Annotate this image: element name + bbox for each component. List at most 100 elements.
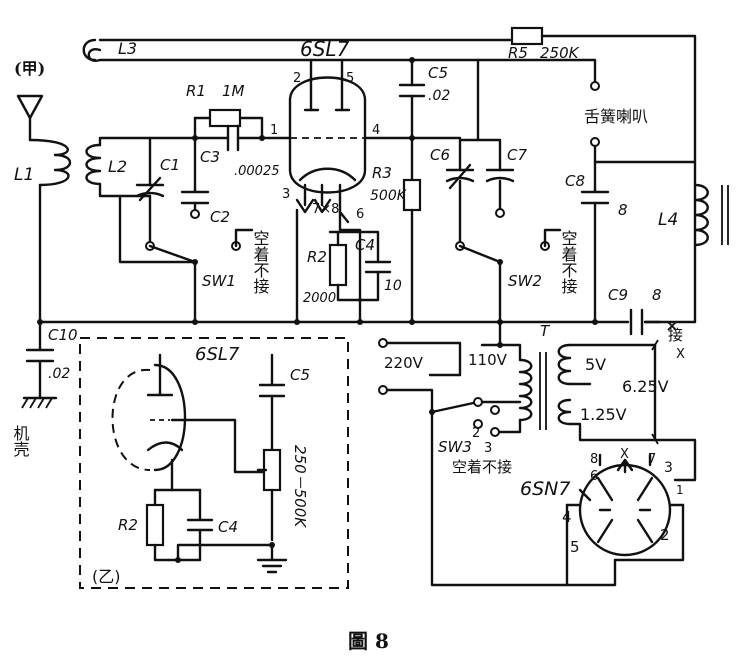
label-part-a: (甲) [14, 59, 45, 78]
label-x-2: X [620, 447, 629, 462]
ground-rail [37, 208, 697, 325]
C6-capacitor [445, 58, 502, 245]
transformer-T [518, 339, 697, 482]
label-C9-value: 8 [652, 286, 662, 304]
label-connect: 接 [668, 326, 683, 344]
label-R3-value: 500K [370, 188, 408, 204]
label-unused-2: 空着不接 [559, 230, 578, 295]
label-5V: 5V [585, 355, 606, 374]
label-x-1: X [676, 347, 685, 362]
label-R1: R1 [186, 82, 206, 100]
label-r-pin-4: 4 [562, 508, 572, 526]
label-pin-1: 1 [270, 123, 278, 138]
label-SW2: SW2 [508, 272, 542, 290]
label-C6: C6 [430, 146, 450, 164]
C1-capacitor [135, 136, 165, 245]
label-pin-5: 5 [346, 71, 354, 86]
label-C10: C10 [48, 326, 78, 344]
R3-resistor [402, 136, 422, 324]
label-r-pin-5: 5 [570, 538, 580, 556]
label-unused-3: 空着不接 [452, 458, 512, 476]
label-SW1: SW1 [202, 272, 236, 290]
label-chassis: 机壳 [11, 425, 30, 458]
label-pin-3: 3 [282, 187, 290, 202]
label-r-pin-1: 1 [676, 483, 684, 497]
label-r-pin-8: 8 [590, 452, 598, 467]
label-6sn7: 6SN7 [520, 478, 570, 500]
R2-resistor [328, 230, 362, 302]
label-L4: L4 [658, 210, 678, 230]
tube-6sl7-inset [111, 353, 267, 492]
label-1-25V: 1.25V [580, 405, 627, 424]
L2-coil [85, 136, 197, 198]
label-C3-value: .00025 [234, 164, 280, 179]
label-r-pin-6: 6 [590, 469, 598, 484]
label-R2: R2 [307, 248, 327, 266]
C5-capacitor [398, 57, 426, 141]
antenna [16, 94, 44, 142]
SW2-switch [410, 136, 562, 324]
label-sw3-3: 3 [484, 441, 492, 456]
figure-title: 圖 8 [348, 629, 389, 653]
label-R5-value: 250K [540, 44, 580, 62]
label-part-b: (乙) [92, 567, 121, 586]
L1-coil [28, 138, 72, 324]
pot-inset [256, 448, 282, 542]
label-r-pin-7: 7 [648, 452, 656, 467]
inset-box [79, 337, 349, 589]
C5-inset [258, 353, 286, 452]
ground-symbol [256, 543, 288, 574]
label-R5: R5 [508, 44, 528, 62]
label-pot-range: 250－500K [291, 445, 309, 528]
C8-capacitor [580, 160, 697, 324]
label-C9: C9 [608, 286, 628, 304]
R2-C4-inset [145, 488, 275, 563]
SW1-switch [118, 194, 254, 324]
label-C5-value: .02 [428, 88, 450, 104]
label-C7: C7 [507, 146, 527, 164]
tube-6sl7-main [288, 58, 414, 324]
label-R3: R3 [372, 164, 392, 182]
C9-capacitor [629, 308, 644, 336]
label-SW3: SW3 [438, 438, 472, 456]
label-unused-1: 空着不接 [251, 230, 270, 295]
label-R2-inset: R2 [118, 516, 138, 534]
label-C5-inset: C5 [290, 366, 310, 384]
label-sw3-2: 2 [472, 426, 480, 441]
C7-capacitor [485, 168, 515, 218]
label-L3: L3 [118, 39, 137, 58]
C2-capacitor [180, 136, 210, 219]
label-pin-2: 2 [293, 71, 301, 86]
label-pin-6: 6 [356, 207, 364, 222]
R1-resistor [193, 108, 264, 140]
label-220V: 220V [384, 354, 424, 372]
label-C4-value: 10 [384, 278, 402, 294]
L4-coil [693, 183, 729, 247]
tube-6sn7 [565, 453, 685, 587]
label-6sl7-main: 6SL7 [300, 37, 350, 61]
label-C4-inset: C4 [218, 518, 238, 536]
R5-resistor [510, 26, 697, 324]
label-C5: C5 [428, 64, 448, 82]
label-R2-value: 2000 [303, 291, 336, 306]
C4-capacitor [346, 230, 392, 302]
label-C10-value: .02 [48, 366, 70, 382]
label-C4: C4 [355, 236, 375, 254]
output-X [643, 320, 677, 331]
label-pin-4: 4 [372, 123, 380, 138]
label-C8: C8 [565, 172, 585, 190]
label-L1: L1 [14, 165, 34, 185]
label-speaker: 舌簧喇叭 [584, 107, 648, 126]
label-L2: L2 [108, 157, 127, 176]
label-C1: C1 [160, 156, 180, 174]
label-6-25V: 6.25V [622, 377, 669, 396]
label-heater-note: 7×8 [312, 202, 339, 217]
label-110V: 110V [468, 351, 508, 369]
label-C3: C3 [200, 148, 220, 166]
label-R1-value: 1M [222, 82, 245, 100]
label-C8-value: 8 [618, 201, 628, 219]
label-T: T [540, 322, 551, 340]
speaker-terminals [590, 81, 600, 164]
